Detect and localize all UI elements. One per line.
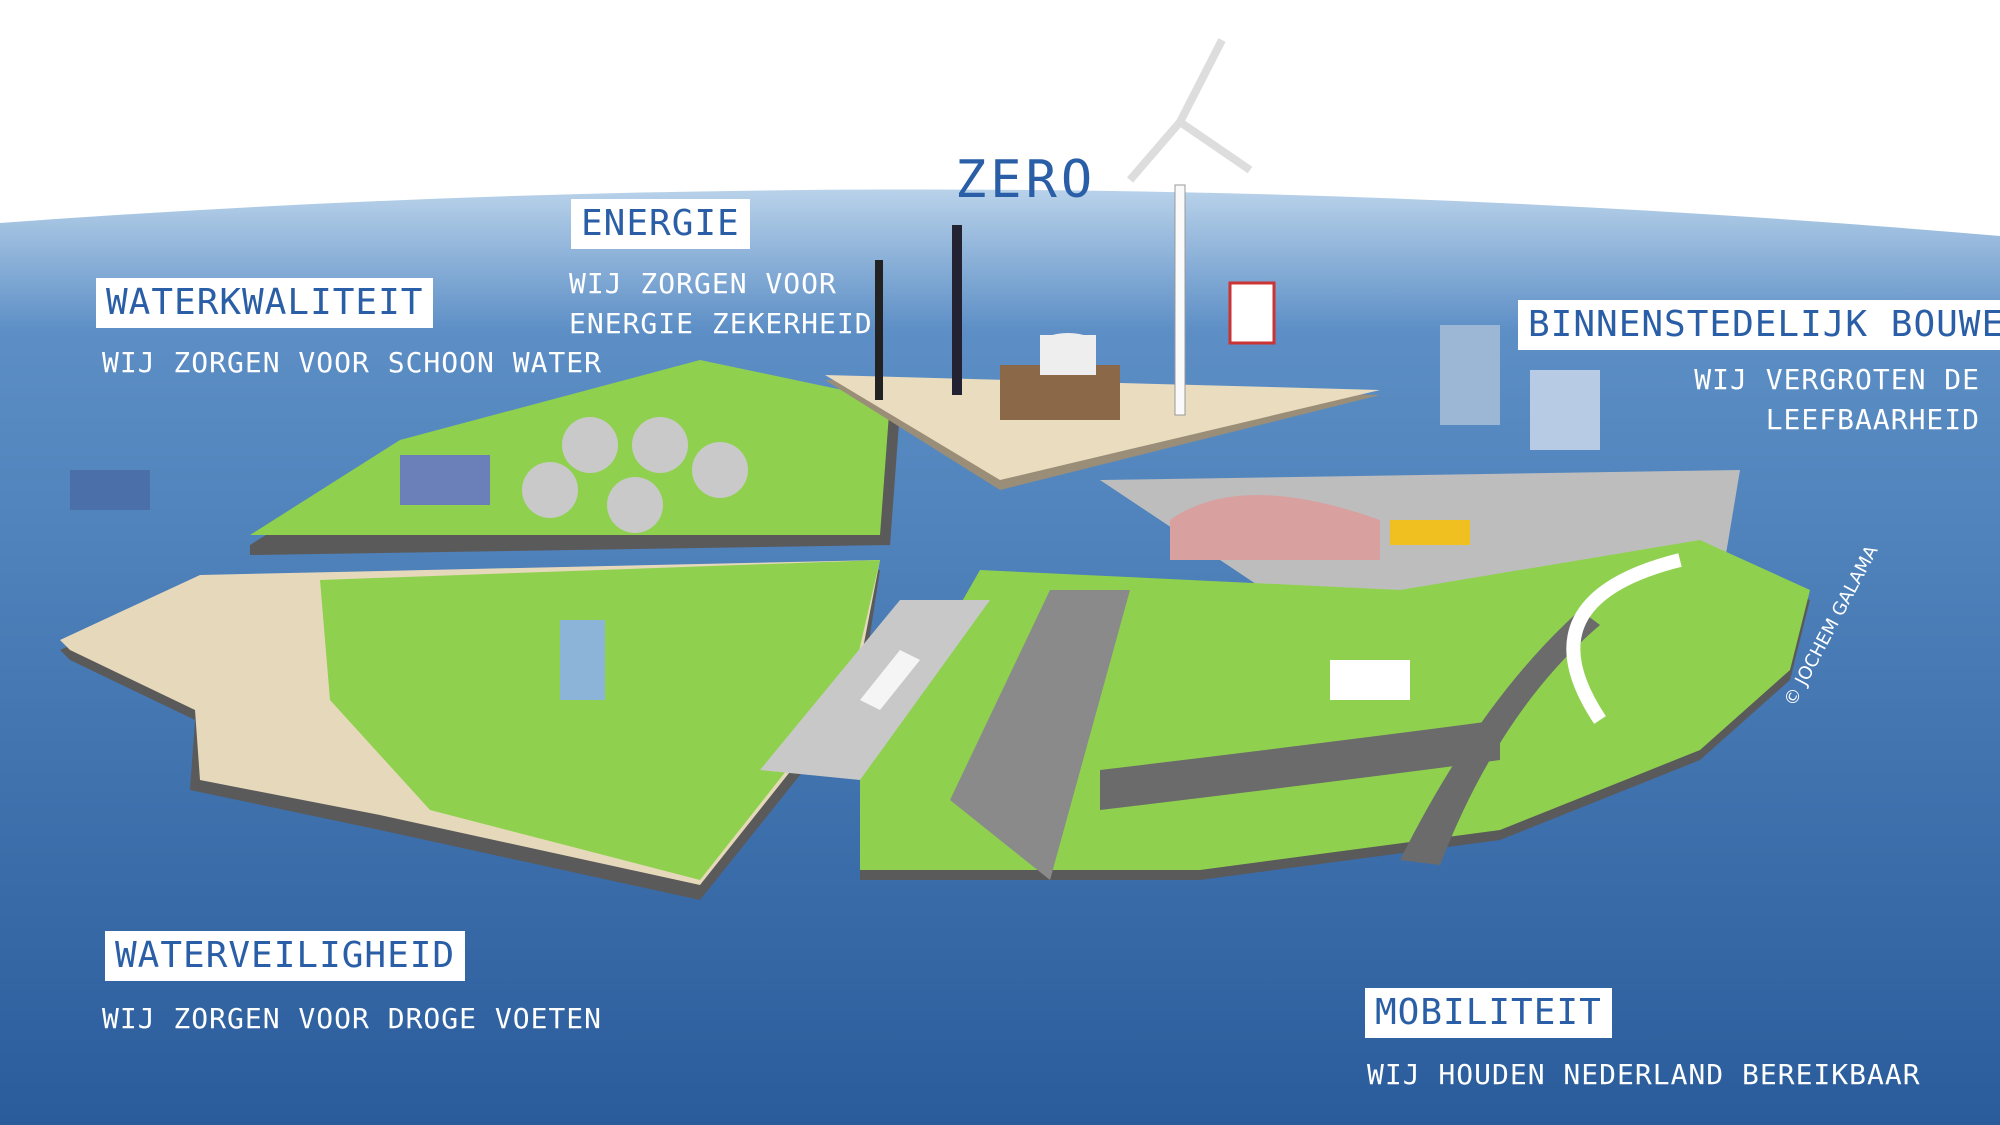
section-subtitle-waterveiligheid: WIJ ZORGEN VOOR DROGE VOETEN <box>102 1002 603 1035</box>
lock-complex <box>760 600 990 780</box>
section-subtitle-energie: WIJ ZORGEN VOOR ENERGIE ZEKERHEID <box>569 264 873 344</box>
island-mobiliteit <box>860 540 1810 880</box>
subtitle-line: ENERGIE ZEKERHEID <box>569 307 873 340</box>
section-subtitle-binnenstedelijk-bouwen: WIJ VERGROTEN DE LEEFBAARHEID <box>1694 360 1980 440</box>
zero-emission-heading: ZERO <box>955 150 1097 210</box>
island-energie <box>825 38 1380 490</box>
section-subtitle-waterkwaliteit: WIJ ZORGEN VOOR SCHOON WATER <box>102 346 603 379</box>
island-waterveiligheid <box>60 470 880 900</box>
subtitle-line: WIJ ZORGEN VOOR <box>569 267 837 300</box>
section-title-energie: ENERGIE <box>571 199 750 249</box>
section-title-mobiliteit: MOBILITEIT <box>1365 988 1612 1038</box>
island-waterkwaliteit <box>250 360 900 555</box>
section-subtitle-mobiliteit: WIJ HOUDEN NEDERLAND BEREIKBAAR <box>1367 1058 1921 1091</box>
subtitle-line: WIJ VERGROTEN DE <box>1694 363 1980 396</box>
section-title-waterveiligheid: WATERVEILIGHEID <box>105 931 466 981</box>
subtitle-line: LEEFBAARHEID <box>1765 403 1980 436</box>
section-title-binnenstedelijk-bouwen: BINNENSTEDELIJK BOUWEN <box>1518 300 2000 350</box>
section-title-waterkwaliteit: WATERKWALITEIT <box>96 278 434 328</box>
